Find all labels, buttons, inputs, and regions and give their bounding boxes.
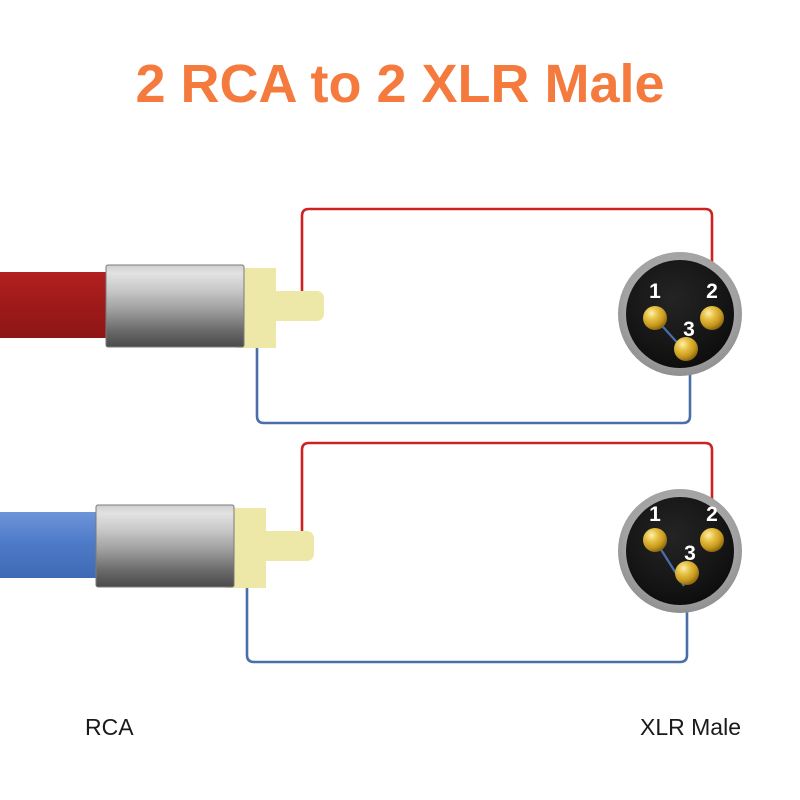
xlr-1-pin-2-label: 2 [706,280,718,303]
xlr-1-pin-3-label: 3 [683,318,695,341]
channel-2-wiring [245,441,714,664]
rca-barrel-1 [106,265,244,347]
xlr-face-1 [626,260,734,368]
xlr-2-pin-3 [675,561,699,585]
channel-1-signal-wire [300,207,714,314]
xlr-1-pin-1-label: 1 [649,280,661,303]
rca-barrel-outline-1 [105,264,245,348]
xlr-2-pin-3-label: 3 [684,542,696,565]
xlr-connector-2: 1 2 3 [618,489,742,613]
rca-endpoint-label: RCA [85,714,134,740]
channel-2-ground-wire [245,580,689,664]
xlr-face-2 [626,497,734,605]
rca-cable-1 [0,272,116,338]
xlr-2-pin-1 [643,528,667,552]
rca-connector-1 [0,264,324,348]
rca-barrel-2 [96,505,234,587]
rca-connector-2 [0,504,314,588]
xlr-2-pin-2-label: 2 [706,503,718,526]
channel-1-wiring [255,207,714,425]
rca-insulator-1 [236,268,324,348]
xlr-1-pin-3 [674,337,698,361]
rca-insulator-2 [226,508,314,588]
channel-1-ground-wire [255,340,692,425]
xlr-connector-1: 1 2 3 [618,252,742,376]
xlr-1-pin-1 [643,306,667,330]
xlr-2-pin-2 [700,528,724,552]
page-title: 2 RCA to 2 XLR Male [135,54,664,114]
xlr-endpoint-label: XLR Male [640,714,741,740]
xlr-2-pin-1-label: 1 [649,503,661,526]
rca-barrel-outline-2 [95,504,235,588]
channel-2-signal-wire [300,441,714,551]
rca-cable-2 [0,512,106,578]
xlr-1-pin-2 [700,306,724,330]
